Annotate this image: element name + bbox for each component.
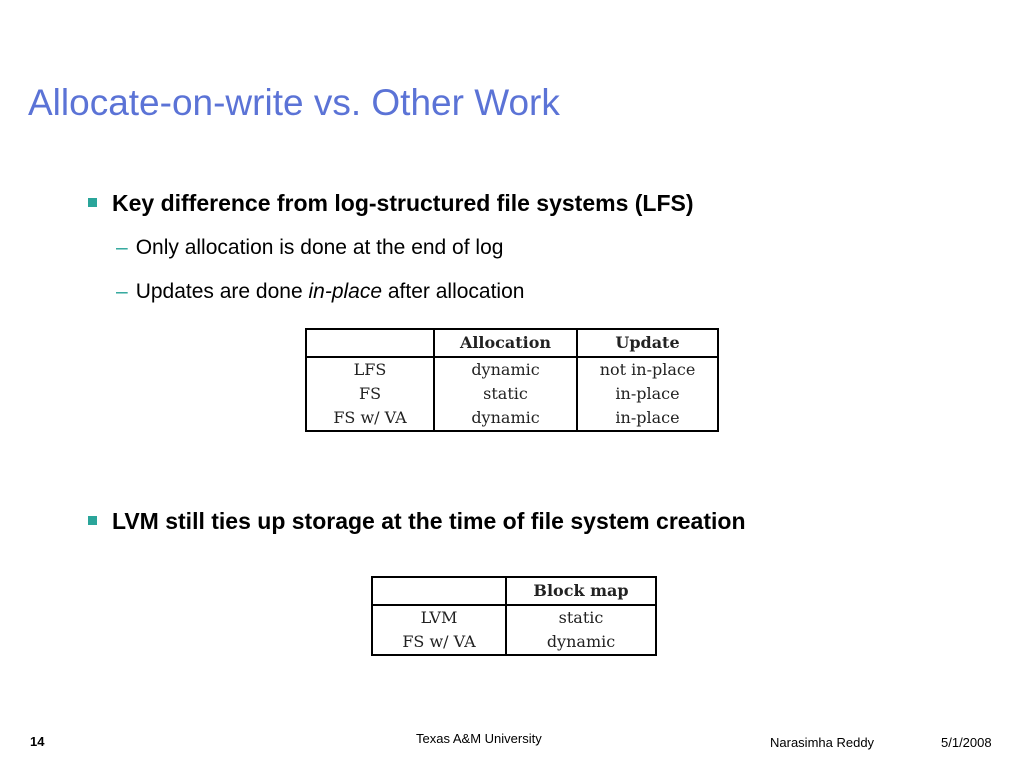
sub-bullet-text: Only allocation is done at the end of lo…	[135, 236, 504, 259]
table-cell: FS w/ VA	[306, 406, 435, 431]
table-cell: FS	[306, 382, 435, 406]
table-cell: static	[558, 608, 604, 627]
table-cell: LVM	[372, 605, 507, 630]
page-number: 14	[30, 734, 45, 749]
table-cell: in-place	[615, 384, 680, 403]
footer-author: Narasimha Reddy	[770, 735, 875, 750]
table-header-row: Allocation Update	[306, 329, 718, 358]
dash-bullet-icon: –	[116, 280, 128, 303]
table-header-cell: Allocation	[434, 329, 578, 358]
table-header-row: Block map	[372, 577, 656, 606]
square-bullet-icon	[88, 198, 97, 207]
table-cell: static	[434, 382, 578, 406]
table-header-cell: Update	[577, 329, 718, 358]
table-row: FS w/ VA dynamic in-place	[306, 406, 718, 431]
table-cell: in-place	[615, 408, 680, 427]
table-row: LFS dynamic not in-place	[306, 357, 718, 382]
bullet-lvm: LVM still ties up storage at the time of…	[88, 508, 746, 535]
footer-date: 5/1/2008	[941, 735, 992, 750]
bullet-key-difference: Key difference from log-structured file …	[88, 190, 694, 217]
slide-title: Allocate-on-write vs. Other Work	[28, 82, 560, 123]
table-header-cell	[372, 577, 507, 606]
footer-organization: Texas A&M University	[416, 731, 542, 746]
allocation-comparison-table: Allocation Update LFS dynamic not in-pla…	[305, 328, 719, 432]
table-row: FS static in-place	[306, 382, 718, 406]
sub-bullet-text-after: after allocation	[382, 280, 525, 303]
sub-bullet-text: Updates are done in-place after allocati…	[136, 280, 525, 304]
table-row: LVM static	[372, 605, 656, 630]
table-cell: LFS	[306, 357, 435, 382]
square-bullet-icon	[88, 516, 97, 525]
table-cell: dynamic	[546, 632, 616, 651]
table-row: FS w/ VA dynamic	[372, 630, 656, 655]
table-cell: not in-place	[599, 360, 696, 379]
table-cell: dynamic	[434, 357, 578, 382]
table-header-cell	[306, 329, 435, 358]
sub-bullet-emphasis: in-place	[308, 280, 383, 303]
sub-bullet-allocation: – Only allocation is done at the end of …	[116, 236, 503, 260]
table-header-cell: Block map	[506, 577, 656, 606]
bullet-text: LVM still ties up storage at the time of…	[112, 508, 746, 534]
dash-bullet-icon: –	[116, 236, 128, 259]
table-cell: dynamic	[434, 406, 578, 431]
block-map-table: Block map LVM static FS w/ VA dynamic	[371, 576, 657, 656]
sub-bullet-updates: – Updates are done in-place after alloca…	[116, 280, 524, 304]
sub-bullet-text-before: Updates are done	[135, 280, 309, 303]
table-cell: FS w/ VA	[372, 630, 507, 655]
bullet-text: Key difference from log-structured file …	[112, 190, 694, 216]
